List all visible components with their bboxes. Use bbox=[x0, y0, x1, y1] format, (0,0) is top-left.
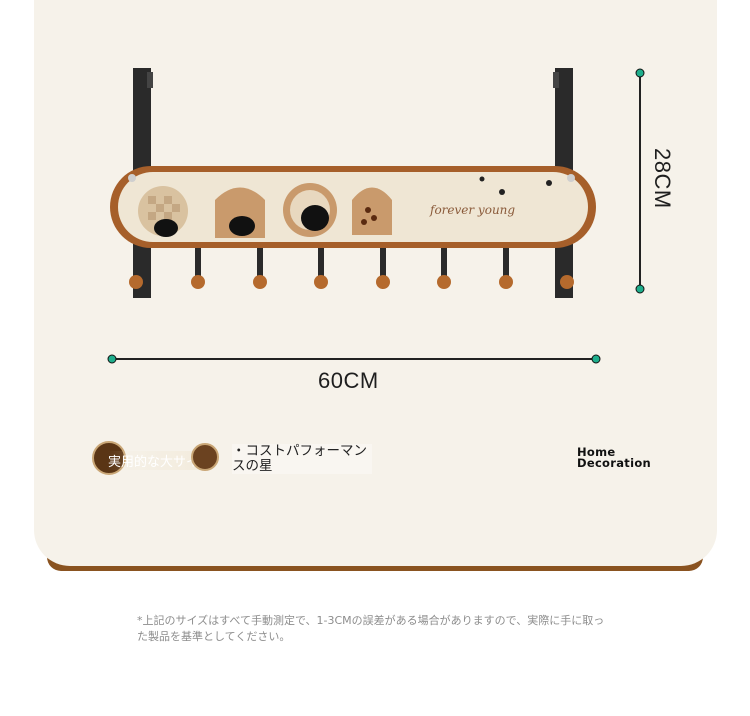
peg bbox=[314, 240, 328, 289]
sticker-text: forever young bbox=[430, 203, 516, 217]
butterfly-icon bbox=[479, 176, 552, 195]
peg bbox=[437, 240, 451, 289]
feature-label-text: ・コストパフォーマンスの星 bbox=[232, 443, 367, 474]
height-label: 28CM bbox=[650, 148, 675, 209]
peg bbox=[376, 240, 390, 289]
width-label: 60CM bbox=[318, 368, 379, 393]
peg bbox=[191, 240, 205, 289]
cat-icon bbox=[229, 216, 255, 236]
arch-window bbox=[352, 187, 392, 235]
hook-pegs bbox=[129, 240, 574, 289]
brand-line2: Decoration bbox=[577, 456, 652, 470]
brand-logo: Home Decoration bbox=[577, 445, 652, 470]
brand-line1: Home bbox=[577, 445, 616, 459]
feature-badge-icon bbox=[191, 443, 219, 471]
peg bbox=[560, 240, 574, 289]
footnote: *上記のサイズはすべて手動測定で、1-3CMの誤差がある場合がありますので、実際… bbox=[137, 614, 605, 643]
cat-icon bbox=[154, 219, 178, 237]
peg bbox=[253, 240, 267, 289]
feature-label-value: ・コストパフォーマンスの星 bbox=[232, 444, 372, 474]
peg bbox=[129, 240, 143, 289]
cat-icon bbox=[301, 205, 329, 231]
feature-label-size: 実用的な大サイズ bbox=[108, 451, 212, 470]
peg bbox=[499, 240, 513, 289]
